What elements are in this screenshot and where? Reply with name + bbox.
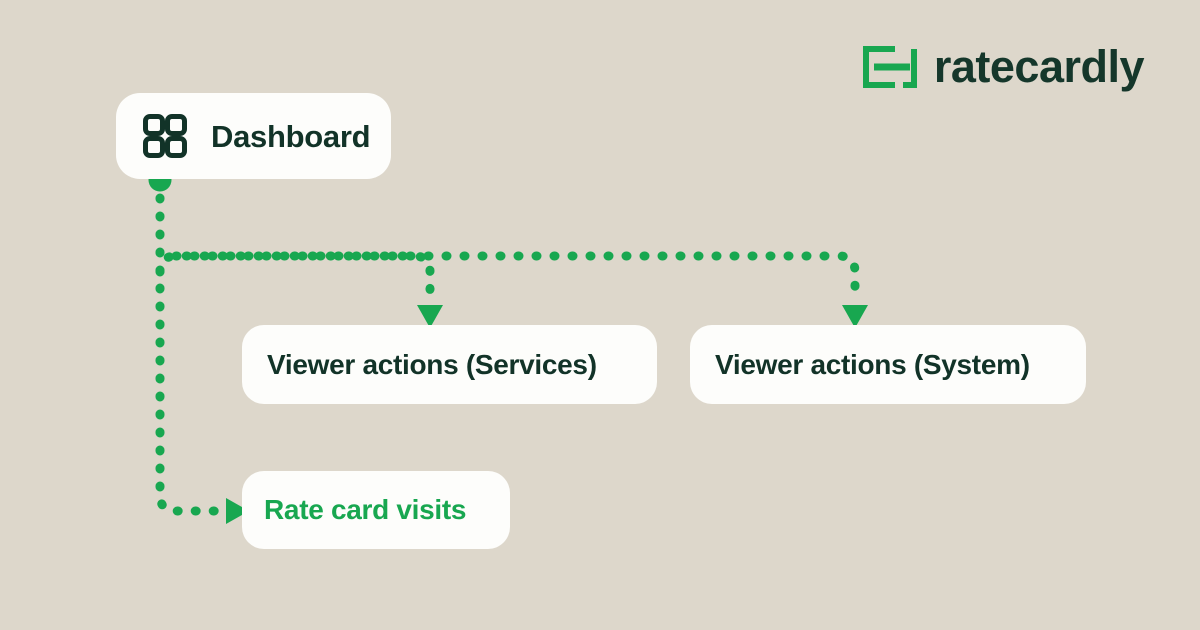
node-dashboard[interactable]: Dashboard — [116, 93, 391, 179]
ratecardly-mark-icon — [862, 45, 917, 88]
edge-to-system — [171, 251, 860, 308]
edge-trunk — [155, 175, 233, 516]
node-rate-card-visits-label: Rate card visits — [264, 494, 467, 525]
node-viewer-actions-system[interactable]: Viewer actions (System) — [690, 325, 1086, 404]
edge-to-services — [155, 251, 435, 308]
brand-name: ratecardly — [933, 41, 1145, 92]
node-dashboard-label: Dashboard — [211, 118, 371, 154]
grid-2x2-icon — [143, 114, 187, 158]
brand-logo: ratecardly — [862, 41, 1145, 92]
node-viewer-actions-system-label: Viewer actions (System) — [715, 348, 1030, 380]
node-rate-card-visits[interactable]: Rate card visits — [242, 471, 510, 549]
node-viewer-actions-services-label: Viewer actions (Services) — [267, 348, 597, 380]
node-viewer-actions-services[interactable]: Viewer actions (Services) — [242, 325, 657, 404]
